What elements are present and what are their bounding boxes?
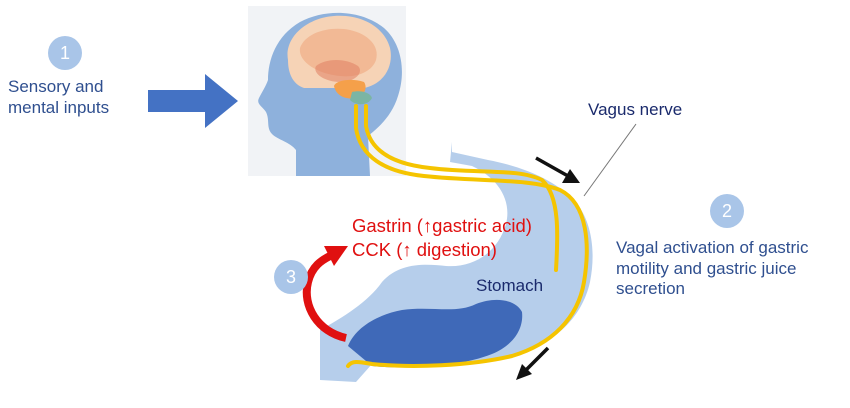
stomach-label: Stomach bbox=[476, 276, 544, 295]
curved-arrow-icon bbox=[302, 246, 348, 342]
brain-icon bbox=[287, 15, 391, 105]
step-1-badge: 1 bbox=[48, 36, 82, 70]
nerve-direction-arrows bbox=[516, 156, 580, 380]
vagus-leader-line bbox=[583, 123, 637, 197]
hormone-gastrin: Gastrin (↑gastric acid) bbox=[352, 215, 532, 236]
step-2-badge: 2 bbox=[710, 194, 744, 228]
vagus-nerve bbox=[346, 104, 589, 368]
step-3-badge: 3 bbox=[274, 260, 308, 294]
right-arrow-icon bbox=[148, 74, 238, 128]
gastric-content bbox=[348, 299, 523, 368]
hormone-cck: CCK (↑ digestion) bbox=[352, 239, 497, 261]
step-2-label: Vagal activation of gastric motility and… bbox=[616, 238, 809, 299]
hormone-list: Gastrin (↑gastric acid) CCK (↑ digestion… bbox=[352, 214, 532, 262]
vagus-nerve-label: Vagus nerve bbox=[588, 100, 683, 119]
step-1-label: Sensory and mental inputs bbox=[8, 77, 110, 117]
